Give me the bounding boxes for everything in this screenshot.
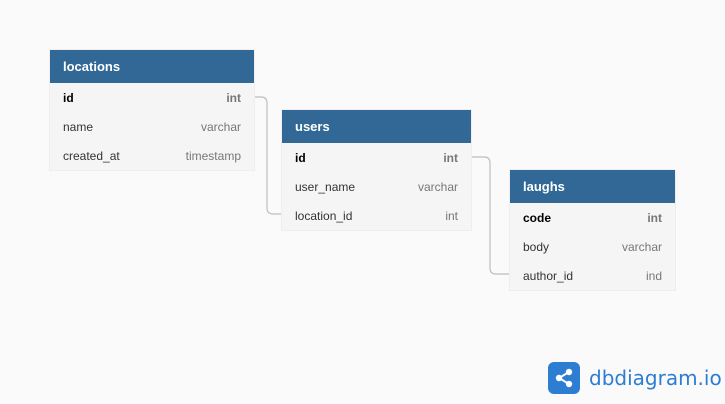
table-locations[interactable]: locations id int name varchar created_at… (50, 50, 254, 170)
field-type: int (226, 90, 241, 105)
field-row[interactable]: id int (282, 143, 471, 172)
table-header-laughs[interactable]: laughs (510, 170, 675, 203)
field-row[interactable]: id int (50, 83, 254, 112)
field-name: id (63, 90, 74, 105)
field-name: location_id (295, 208, 353, 223)
relation-locations-users (254, 96, 282, 215)
field-type: ind (645, 268, 662, 283)
field-row[interactable]: user_name varchar (282, 172, 471, 201)
field-row[interactable]: code int (510, 203, 675, 232)
table-header-locations[interactable]: locations (50, 50, 254, 83)
field-name: name (63, 119, 94, 134)
field-name: id (295, 150, 306, 165)
field-name: created_at (63, 148, 120, 163)
field-name: author_id (523, 268, 574, 283)
field-type: varchar (621, 239, 662, 254)
share-nodes-icon (548, 362, 580, 394)
field-type: varchar (200, 119, 241, 134)
table-header-users[interactable]: users (282, 110, 471, 143)
field-type: varchar (417, 179, 458, 194)
brand-name: dbdiagram.io (589, 366, 722, 390)
field-row[interactable]: body varchar (510, 232, 675, 261)
table-laughs[interactable]: laughs code int body varchar author_id i… (510, 170, 675, 290)
table-users[interactable]: users id int user_name varchar location_… (282, 110, 471, 230)
brand-watermark[interactable]: dbdiagram.io (548, 362, 722, 394)
field-type: timestamp (185, 148, 241, 163)
field-row[interactable]: name varchar (50, 112, 254, 141)
field-name: body (523, 239, 550, 254)
field-name: code (523, 210, 552, 225)
field-name: user_name (295, 179, 356, 194)
field-row[interactable]: author_id ind (510, 261, 675, 290)
field-type: int (443, 150, 458, 165)
field-row[interactable]: location_id int (282, 201, 471, 230)
field-row[interactable]: created_at timestamp (50, 141, 254, 170)
field-type: int (445, 208, 458, 223)
relation-users-laughs (471, 156, 510, 275)
field-type: int (647, 210, 662, 225)
